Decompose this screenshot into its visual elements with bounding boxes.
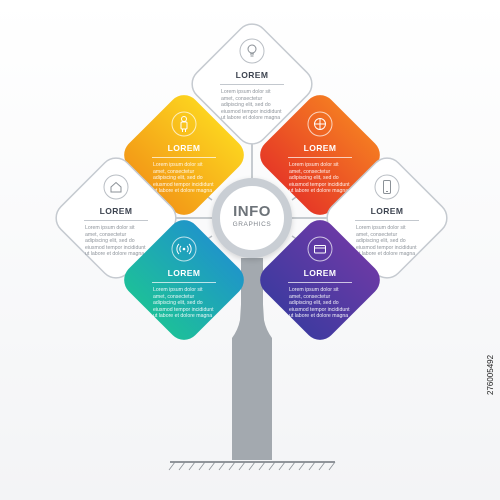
card-body: Lorem ipsum dolor sit amet, consectetur … bbox=[221, 89, 282, 122]
divider bbox=[84, 220, 148, 221]
divider bbox=[152, 282, 216, 283]
card-title: LOREM bbox=[167, 268, 201, 278]
smartphone-icon bbox=[374, 174, 400, 200]
card-body: Lorem ipsum dolor sit amet, consectetur … bbox=[153, 162, 214, 195]
divider bbox=[152, 157, 216, 158]
card-body: Lorem ipsum dolor sit amet, consectetur … bbox=[289, 162, 350, 195]
card-title: LOREM bbox=[370, 206, 404, 216]
card-right-upper: LOREM Lorem ipsum dolor sit amet, consec… bbox=[240, 75, 400, 235]
card-title: LOREM bbox=[99, 206, 133, 216]
stock-id-watermark: 276005492 bbox=[486, 354, 495, 395]
credit-card-icon bbox=[307, 236, 333, 262]
card-top: LOREM Lorem ipsum dolor sit amet, consec… bbox=[172, 4, 332, 164]
person-icon bbox=[171, 111, 197, 137]
card-left-upper: LOREM Lorem ipsum dolor sit amet, consec… bbox=[104, 75, 264, 235]
card-title: LOREM bbox=[167, 143, 201, 153]
card-title: LOREM bbox=[303, 268, 337, 278]
card-right-middle: LOREM Lorem ipsum dolor sit amet, consec… bbox=[307, 138, 467, 298]
hub-subtitle: GRAPHICS bbox=[232, 221, 272, 228]
card-right-lower: LOREM Lorem ipsum dolor sit amet, consec… bbox=[240, 200, 400, 360]
card-body: Lorem ipsum dolor sit amet, consectetur … bbox=[85, 225, 146, 258]
card-left-middle: LOREM Lorem ipsum dolor sit amet, consec… bbox=[36, 138, 196, 298]
divider bbox=[220, 84, 284, 85]
lightbulb-icon bbox=[239, 38, 265, 64]
basketball-icon bbox=[307, 111, 333, 137]
card-title: LOREM bbox=[303, 143, 337, 153]
center-hub: INFO GRAPHICS bbox=[212, 178, 292, 258]
card-left-lower: LOREM Lorem ipsum dolor sit amet, consec… bbox=[104, 200, 264, 360]
card-body: Lorem ipsum dolor sit amet, consectetur … bbox=[289, 287, 350, 320]
hub-title: INFO bbox=[233, 203, 271, 220]
card-title: LOREM bbox=[235, 70, 269, 80]
divider bbox=[288, 157, 352, 158]
divider bbox=[355, 220, 419, 221]
wifi-icon bbox=[171, 236, 197, 262]
divider bbox=[288, 282, 352, 283]
card-body: Lorem ipsum dolor sit amet, consectetur … bbox=[153, 287, 214, 320]
card-body: Lorem ipsum dolor sit amet, consectetur … bbox=[356, 225, 417, 258]
home-icon bbox=[103, 174, 129, 200]
